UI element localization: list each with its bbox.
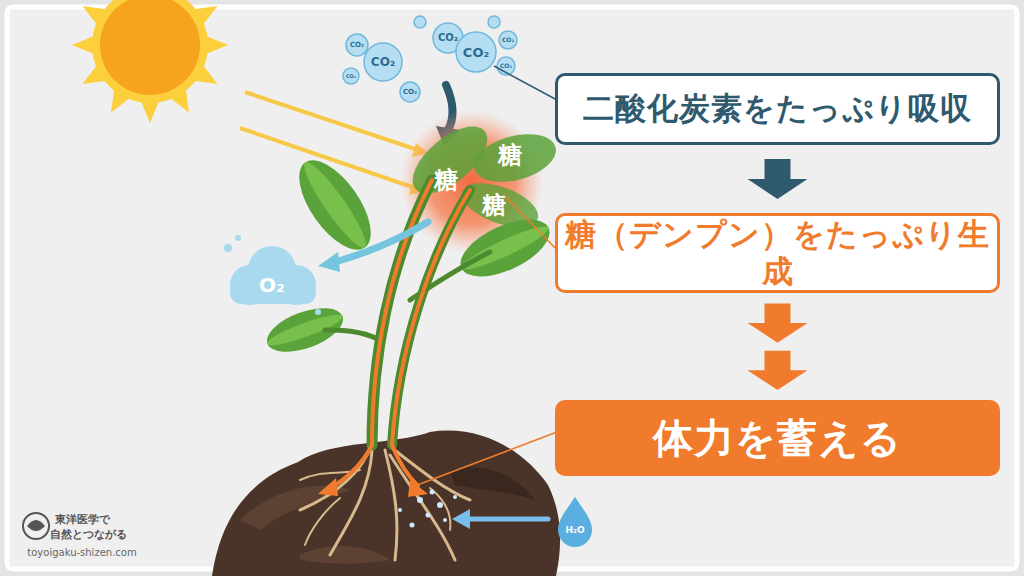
co2-label: CO₂ — [346, 74, 356, 79]
sugar-label: 糖 — [434, 168, 458, 192]
logo-text: 東洋医学で — [55, 514, 110, 525]
flow-arrow — [748, 159, 808, 199]
water-drop — [558, 497, 592, 547]
arrow-shape — [748, 303, 808, 342]
h2o-arrow — [452, 509, 548, 529]
co2-label: CO₂ — [502, 37, 514, 43]
sun — [72, 0, 228, 123]
co2-label: CO₂ — [403, 89, 417, 96]
o2-label: O₂ — [259, 275, 285, 295]
o2-arrow — [318, 222, 428, 272]
roots — [300, 445, 470, 560]
watermark: toyoigaku-shizen.com — [27, 548, 136, 558]
co2-label: CO₂ — [500, 63, 512, 69]
process-box: 糖（デンプン）をたっぷり生成 — [555, 213, 1000, 293]
box-text: 二酸化炭素をたっぷり吸収 — [583, 90, 972, 127]
logo-mark — [23, 513, 49, 539]
co2-label: CO₂ — [350, 42, 364, 49]
sugar-label: 糖 — [482, 193, 506, 217]
h2o-label: H₂O — [565, 526, 584, 535]
box-text: 糖（デンプン）をたっぷり生成 — [558, 216, 997, 290]
process-box: 二酸化炭素をたっぷり吸収 — [555, 73, 1000, 145]
stems — [325, 180, 490, 488]
flow-arrow — [748, 303, 808, 390]
water-dots — [398, 490, 457, 528]
soil — [212, 431, 560, 576]
sugar-label: 糖 — [498, 143, 522, 167]
box-text: 体力を蓄える — [653, 414, 902, 462]
co2-label: CO₂ — [438, 33, 458, 43]
arrow-shape — [748, 159, 808, 199]
co2-label: CO₂ — [371, 56, 395, 68]
o2-cloud — [224, 235, 321, 315]
root-arrows — [318, 478, 428, 497]
leader-lines — [412, 66, 557, 487]
arrow-shape — [748, 351, 808, 390]
co2-label: CO₂ — [463, 46, 489, 59]
logo-text: 自然とつながる — [50, 529, 127, 540]
result-box: 体力を蓄える — [555, 400, 1000, 476]
co2-bubbles — [343, 16, 517, 102]
